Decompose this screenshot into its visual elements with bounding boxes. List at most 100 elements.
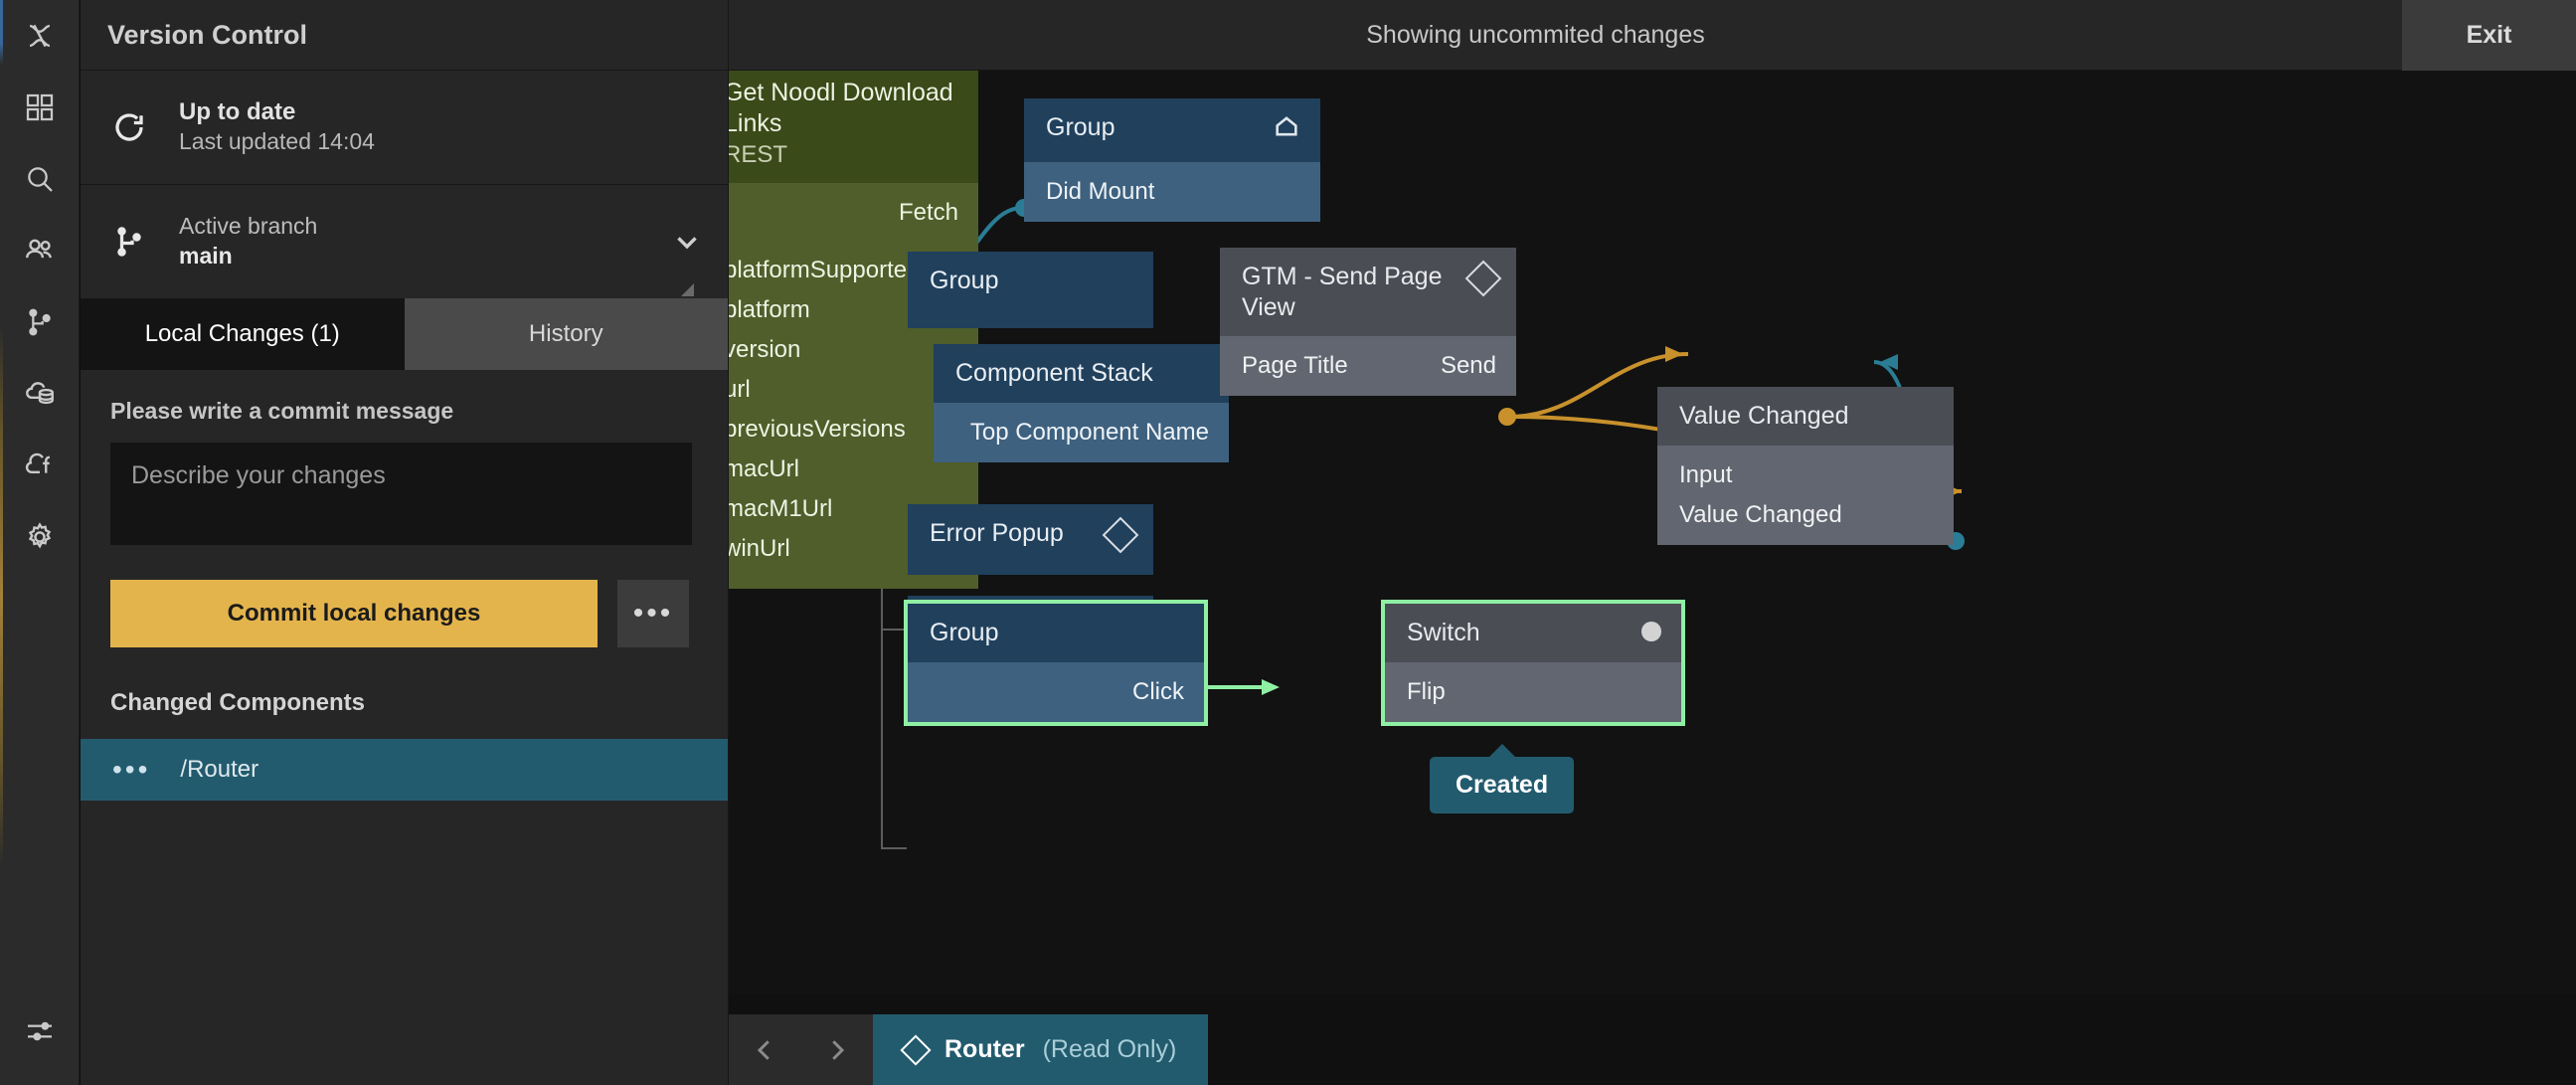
document-tab-name: Router (945, 1035, 1025, 1063)
node-graph-canvas[interactable]: Get Noodl Download Links REST Fetch plat… (729, 71, 2576, 1085)
sync-status-subtitle: Last updated 14:04 (179, 128, 375, 155)
sync-status-row[interactable]: Up to date Last updated 14:04 (81, 71, 728, 185)
port-row-gtm: Page Title Send (1220, 346, 1516, 386)
commit-actions: Commit local changes ••• (81, 550, 728, 647)
textarea-resize-grip[interactable] (681, 283, 694, 296)
active-branch-row[interactable]: Active branch main (81, 185, 728, 298)
node-value-changed[interactable]: Value Changed Input Value Changed (1657, 387, 1954, 545)
port-value-changed-out[interactable]: Value Changed (1679, 500, 1842, 528)
users-icon[interactable] (0, 215, 80, 286)
nav-forward-icon[interactable] (822, 1035, 852, 1065)
node-group-child[interactable]: Group (908, 252, 1153, 328)
panel-tabs: Local Changes (1) History (81, 298, 728, 370)
port-macM1Url[interactable]: macM1Url (729, 495, 833, 523)
node-title-gtm: GTM - Send Page View (1220, 248, 1516, 336)
cloud-database-icon[interactable] (0, 358, 80, 430)
port-previousVersions[interactable]: previousVersions (729, 416, 906, 444)
node-gtm-send-page-view[interactable]: GTM - Send Page View Page Title Send (1220, 248, 1516, 396)
canvas-nav-arrows (729, 1014, 873, 1085)
commit-message-label: Please write a commit message (110, 398, 454, 424)
port-url[interactable]: url (729, 376, 751, 404)
node-title-text: GTM - Send Page View (1242, 263, 1443, 321)
node-body-group-root: Did Mount (1024, 161, 1320, 222)
port-top-component-name[interactable]: Top Component Name (969, 418, 1209, 446)
connection-wires (927, 199, 1965, 696)
node-component-stack[interactable]: Component Stack Top Component Name (934, 344, 1229, 462)
search-icon[interactable] (0, 143, 80, 215)
refresh-icon (107, 109, 151, 145)
commit-more-options-button[interactable]: ••• (617, 580, 689, 647)
noodl-logo-icon[interactable] (0, 0, 80, 72)
version-control-panel: Version Control Up to date Last updated … (81, 0, 729, 1085)
node-group-root[interactable]: Group Did Mount (1024, 98, 1320, 222)
node-title-text: Group (1046, 113, 1116, 141)
port-macUrl[interactable]: macUrl (729, 455, 799, 483)
node-title-text: Error Popup (930, 519, 1064, 547)
diamond-icon (1102, 516, 1139, 554)
node-title-value-changed: Value Changed (1657, 387, 1954, 446)
node-title-group-root: Group (1024, 98, 1320, 162)
port-version[interactable]: version (729, 336, 801, 364)
panel-title: Version Control (81, 0, 728, 71)
node-body-switch: Flip (1385, 661, 1681, 722)
cloud-functions-icon[interactable] (0, 430, 80, 501)
port-fetch[interactable]: Fetch (898, 199, 958, 227)
port-click[interactable]: Click (1132, 677, 1184, 705)
rail-top-group (0, 0, 79, 573)
node-error-popup[interactable]: Error Popup (908, 504, 1153, 575)
tab-history[interactable]: History (404, 298, 728, 370)
uncommitted-changes-banner: Showing uncommited changes (1366, 20, 1705, 49)
node-subtitle-text: REST (729, 141, 788, 168)
node-title-group-click: Group (908, 604, 1204, 662)
version-control-branch-icon[interactable] (0, 286, 80, 358)
port-page-title[interactable]: Page Title (1242, 352, 1348, 379)
node-body-group-click: Click (908, 661, 1204, 722)
node-title-rest: Get Noodl Download Links REST (729, 71, 978, 184)
circle-icon (1641, 622, 1661, 641)
bottom-bar: Router (Read Only) (729, 995, 2576, 1085)
commit-message-input[interactable] (110, 443, 692, 545)
sync-status-title: Up to date (179, 98, 296, 126)
settings-gear-icon[interactable] (0, 501, 80, 573)
diamond-icon (900, 1033, 932, 1066)
chevron-down-icon[interactable] (670, 225, 704, 259)
node-title-error-popup: Error Popup (908, 504, 1153, 575)
changed-components-title: Changed Components (110, 689, 365, 716)
changed-component-row[interactable]: ••• /Router (81, 739, 728, 801)
home-icon (1273, 112, 1300, 148)
diamond-icon (1464, 260, 1502, 297)
top-bar: Showing uncommited changes Exit (729, 0, 2576, 71)
node-switch[interactable]: Switch Flip (1381, 600, 1685, 726)
node-title-component-stack: Component Stack (934, 344, 1229, 403)
active-branch-value: main (179, 243, 233, 269)
active-branch-label: Active branch (179, 213, 318, 240)
port-send[interactable]: Send (1440, 352, 1496, 379)
commit-section: Please write a commit message (81, 283, 728, 550)
nav-back-icon[interactable] (750, 1035, 779, 1065)
tree-tick-4 (881, 847, 907, 849)
sync-status-text: Up to date Last updated 14:04 (179, 97, 375, 157)
port-did-mount[interactable]: Did Mount (1046, 177, 1155, 205)
sliders-icon[interactable] (0, 995, 80, 1067)
left-icon-rail (0, 0, 80, 1085)
port-flip[interactable]: Flip (1407, 677, 1446, 705)
components-grid-icon[interactable] (0, 72, 80, 143)
port-platformSupported[interactable]: platformSupported (729, 257, 921, 284)
node-title-text: Get Noodl Download Links (729, 79, 953, 137)
tab-local-changes[interactable]: Local Changes (1) (81, 298, 405, 370)
node-body-gtm: Page Title Send (1220, 336, 1516, 396)
active-branch-text: Active branch main (179, 212, 642, 271)
rail-accent-stripe (0, 0, 3, 1085)
created-badge: Created (1430, 744, 1575, 814)
port-input[interactable]: Input (1679, 460, 1733, 488)
exit-button[interactable]: Exit (2402, 0, 2576, 71)
branch-icon (107, 224, 151, 260)
open-document-tab-router[interactable]: Router (Read Only) (873, 1014, 1209, 1085)
commit-local-changes-button[interactable]: Commit local changes (110, 580, 598, 647)
document-tab-state: (Read Only) (1042, 1035, 1177, 1063)
port-winUrl[interactable]: winUrl (729, 535, 790, 563)
port-platform[interactable]: platform (729, 296, 810, 324)
node-group-click[interactable]: Group Click (904, 600, 1208, 726)
node-title-group-child: Group (908, 252, 1153, 328)
